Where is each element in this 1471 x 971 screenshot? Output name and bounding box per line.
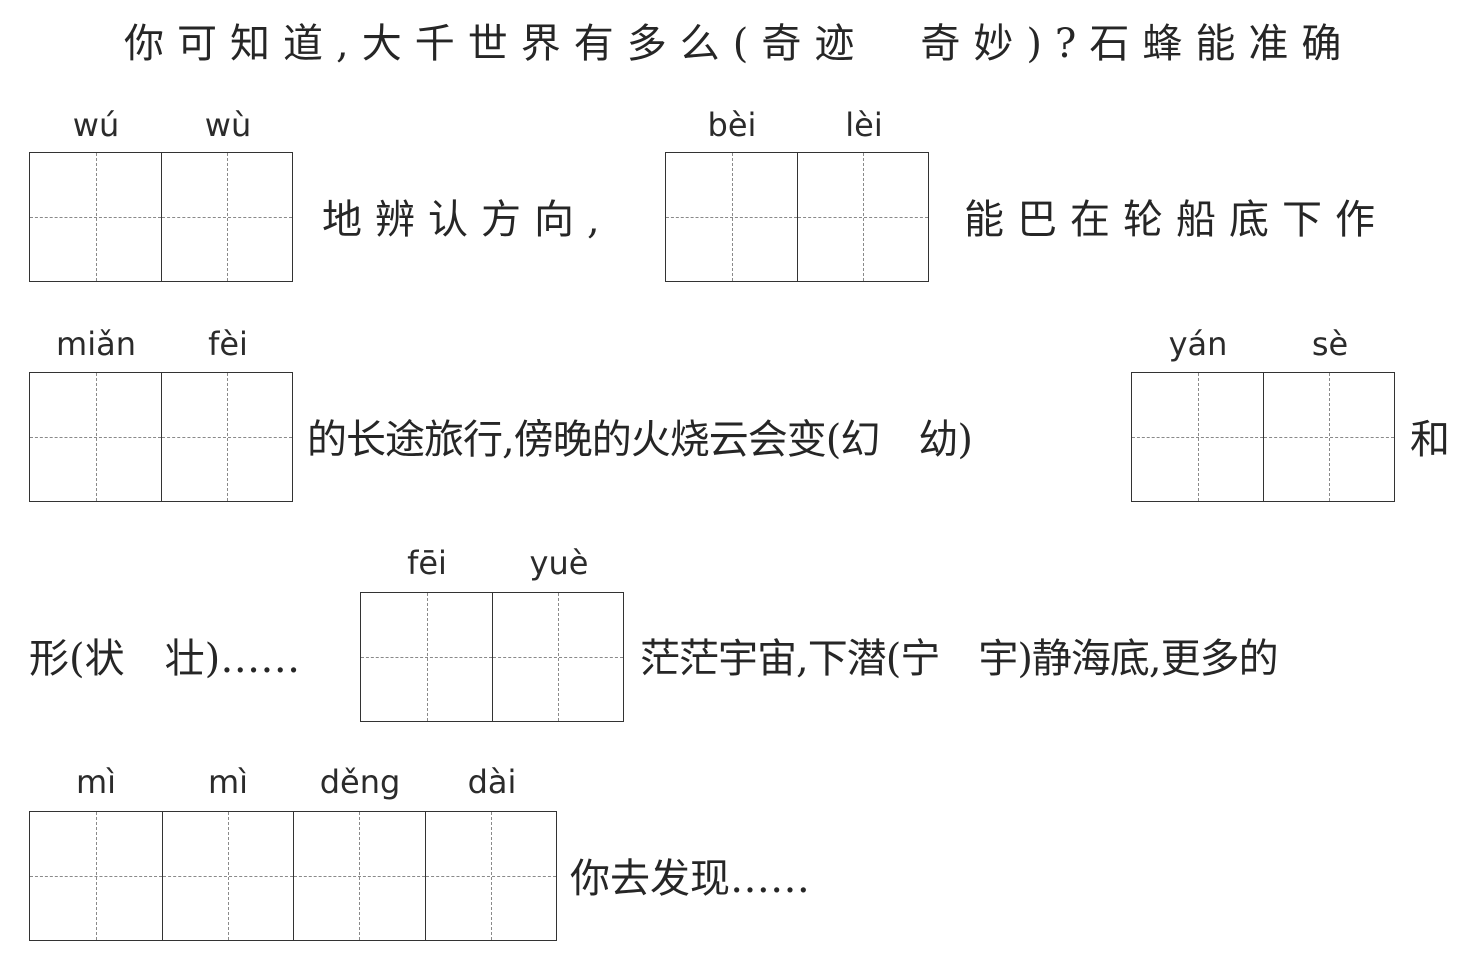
sentence-line-4b: 茫茫宇宙,下潜(宁 宇)静海底,更多的 (640, 636, 1279, 682)
pinyin-fei-2: fēi (407, 544, 447, 582)
tianzige-cell[interactable] (424, 812, 557, 940)
pinyin-dai: dài (467, 763, 517, 801)
pinyin-mi-1: mì (75, 763, 117, 801)
sentence-line-5: 你去发现…… (570, 856, 810, 902)
pinyin-deng: děng (319, 763, 401, 801)
tianzige-cell[interactable] (161, 373, 292, 501)
sentence-line-2a: 地辨认方向, (322, 197, 613, 243)
writing-boxes-mianfei (29, 372, 293, 502)
pinyin-lei: lèi (845, 106, 883, 144)
sentence-line-4a: 形(状 壮)…… (29, 636, 301, 682)
tianzige-cell[interactable] (492, 593, 623, 721)
tianzige-cell[interactable] (161, 812, 294, 940)
writing-boxes-mimidengdai (29, 811, 557, 941)
pinyin-wu-1: wú (72, 106, 120, 144)
pinyin-mi-2: mì (207, 763, 249, 801)
writing-boxes-yanse (1131, 372, 1395, 502)
writing-boxes-feiyue (360, 592, 624, 722)
sentence-line-3b: 和 (1410, 417, 1450, 463)
pinyin-fei: fèi (208, 325, 248, 363)
tianzige-cell[interactable] (797, 153, 928, 281)
sentence-line-1: 你可知道,大千世界有多么(奇迹 奇妙)?石蜂能准确 (124, 21, 1355, 67)
tianzige-cell[interactable] (1132, 373, 1263, 501)
sentence-line-2b: 能巴在轮船底下作 (964, 197, 1388, 243)
tianzige-cell[interactable] (161, 153, 292, 281)
pinyin-se: sè (1311, 325, 1349, 363)
writing-boxes-wuwu (29, 152, 293, 282)
tianzige-cell[interactable] (30, 153, 161, 281)
tianzige-cell[interactable] (30, 373, 161, 501)
pinyin-wu-2: wù (204, 106, 252, 144)
pinyin-bei: bèi (707, 106, 757, 144)
tianzige-cell[interactable] (666, 153, 797, 281)
tianzige-cell[interactable] (361, 593, 492, 721)
pinyin-yan: yán (1168, 325, 1228, 363)
tianzige-cell[interactable] (293, 812, 425, 940)
sentence-line-3a: 的长途旅行,傍晚的火烧云会变(幻 幼) (307, 417, 973, 463)
pinyin-mian: miǎn (56, 325, 136, 363)
tianzige-cell[interactable] (1263, 373, 1394, 501)
pinyin-yue: yuè (529, 544, 589, 582)
writing-boxes-beilei (665, 152, 929, 282)
tianzige-cell[interactable] (30, 812, 162, 940)
